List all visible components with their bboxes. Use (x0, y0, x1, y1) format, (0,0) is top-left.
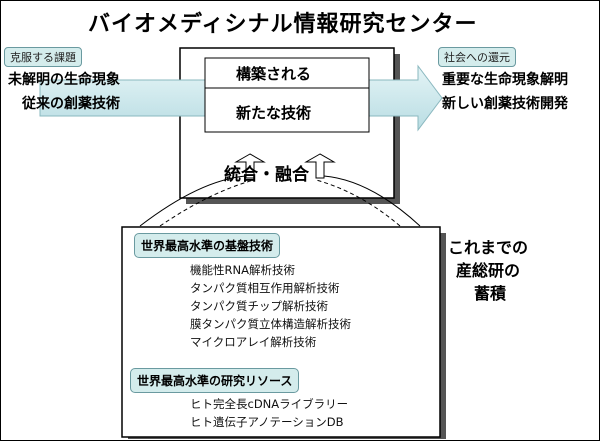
platform-item: マイクロアレイ解析技術 (190, 335, 317, 349)
left-line-2: 従来の創薬技術 (22, 96, 120, 112)
platform-item: 膜タンパク質立体構造解析技術 (190, 317, 351, 331)
right-badge: 社会への還元 (438, 47, 516, 67)
left-line-1: 未解明の生命現象 (8, 72, 120, 88)
inner-box-top (204, 57, 370, 89)
aist-line-3: 蓄積 (474, 284, 507, 303)
curve-left-inner (159, 179, 255, 227)
right-line-2: 新しい創薬技術開発 (442, 96, 568, 112)
platform-item: タンパク質チップ解析技術 (190, 299, 328, 313)
lower-box (121, 226, 441, 438)
right-line-1: 重要な生命現象解明 (442, 72, 568, 88)
left-badge: 克服する課題 (4, 47, 82, 67)
right-up-arrow (304, 153, 336, 179)
curve-right-outer (323, 175, 421, 227)
inner-box-bottom (204, 87, 370, 133)
platform-item: タンパク質相互作用解析技術 (190, 281, 340, 295)
resource-item: ヒト完全長cDNAライブラリー (190, 397, 349, 411)
left-up-arrow (234, 153, 266, 179)
curve-left-outer (139, 175, 247, 227)
platform-item: 機能性RNA解析技術 (190, 263, 295, 277)
aist-line-1: これまでの (448, 238, 529, 257)
platform-heading: 世界最高水準の基盤技術 (134, 233, 281, 258)
curve-right-inner (315, 179, 401, 227)
page-title: バイオメディシナル情報研究センター (88, 12, 478, 37)
resources-heading: 世界最高水準の研究リソース (130, 368, 300, 393)
resource-item: ヒト遺伝子アノテーションDB (190, 415, 344, 429)
aist-line-2: 産総研の (456, 261, 521, 280)
new-tech-label: 新たな技術 (236, 104, 312, 122)
integration-label: 統合・融合 (224, 165, 309, 185)
built-label: 構築される (236, 65, 312, 83)
